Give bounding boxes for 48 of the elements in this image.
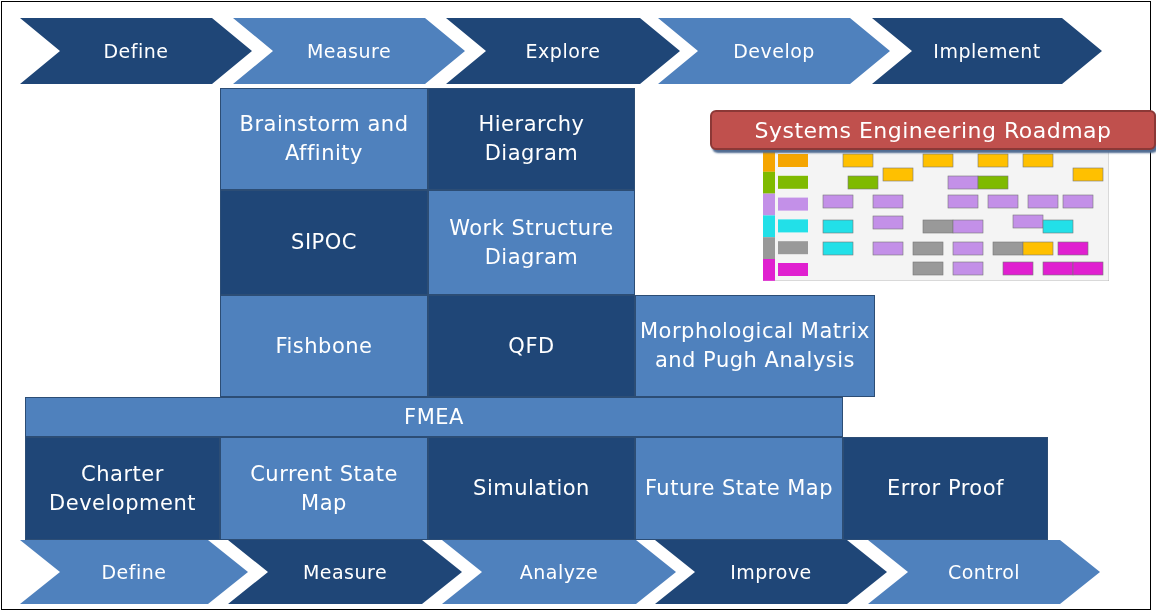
- chevron-step: [442, 540, 676, 604]
- title-banner: [710, 110, 1156, 150]
- step-label: Implement: [933, 38, 1041, 64]
- step-label: Develop: [733, 38, 815, 64]
- step-label: Measure: [302, 559, 388, 585]
- tool-box: [220, 295, 428, 397]
- tool-box: [25, 397, 843, 437]
- step-label: Error Proof: [887, 475, 1004, 502]
- step-label: Brainstorm and Affinity: [238, 111, 410, 167]
- tool-box: [428, 88, 635, 190]
- step-label: Control: [947, 559, 1021, 585]
- tool-box: [635, 295, 875, 397]
- tool-box: [220, 88, 428, 190]
- tool-box: [428, 437, 635, 540]
- tool-box: [428, 295, 635, 397]
- step-label: Simulation: [473, 475, 590, 502]
- step-label: Fishbone: [275, 332, 373, 360]
- tool-box: [220, 437, 428, 540]
- tool-box: [843, 437, 1048, 540]
- chevron-step: [446, 18, 680, 84]
- chevron-step: [233, 18, 465, 84]
- chevron-step: [655, 540, 887, 604]
- chevron-step: [20, 540, 248, 604]
- tool-box: [635, 437, 843, 540]
- step-label: Charter Development: [48, 460, 197, 517]
- step-label: Future State Map: [644, 475, 834, 502]
- step-label: Explore: [525, 38, 601, 64]
- step-label: Morphological Matrix and Pugh Analysis: [639, 318, 871, 374]
- step-label: Work Structure Diagram: [448, 214, 615, 271]
- chevron-step: [20, 18, 252, 84]
- step-label: Current State Map: [249, 460, 399, 517]
- step-label: Hierarchy Diagram: [477, 111, 586, 167]
- chevron-step: [872, 18, 1102, 84]
- step-label: FMEA: [404, 403, 464, 431]
- step-label: Measure: [306, 38, 392, 64]
- step-label: Improve: [730, 559, 812, 585]
- step-label: QFD: [508, 332, 555, 360]
- chevron-step: [868, 540, 1100, 604]
- tool-box: [220, 190, 428, 295]
- chevron-step: [658, 18, 890, 84]
- step-label: Define: [101, 559, 167, 585]
- step-label: Analyze: [519, 559, 599, 585]
- tool-box: [428, 190, 635, 295]
- banner-title: Systems Engineering Roadmap: [754, 116, 1112, 145]
- step-label: SIPOC: [291, 229, 357, 256]
- tool-box: [25, 437, 220, 540]
- chevron-step: [228, 540, 462, 604]
- step-label: Define: [103, 38, 169, 64]
